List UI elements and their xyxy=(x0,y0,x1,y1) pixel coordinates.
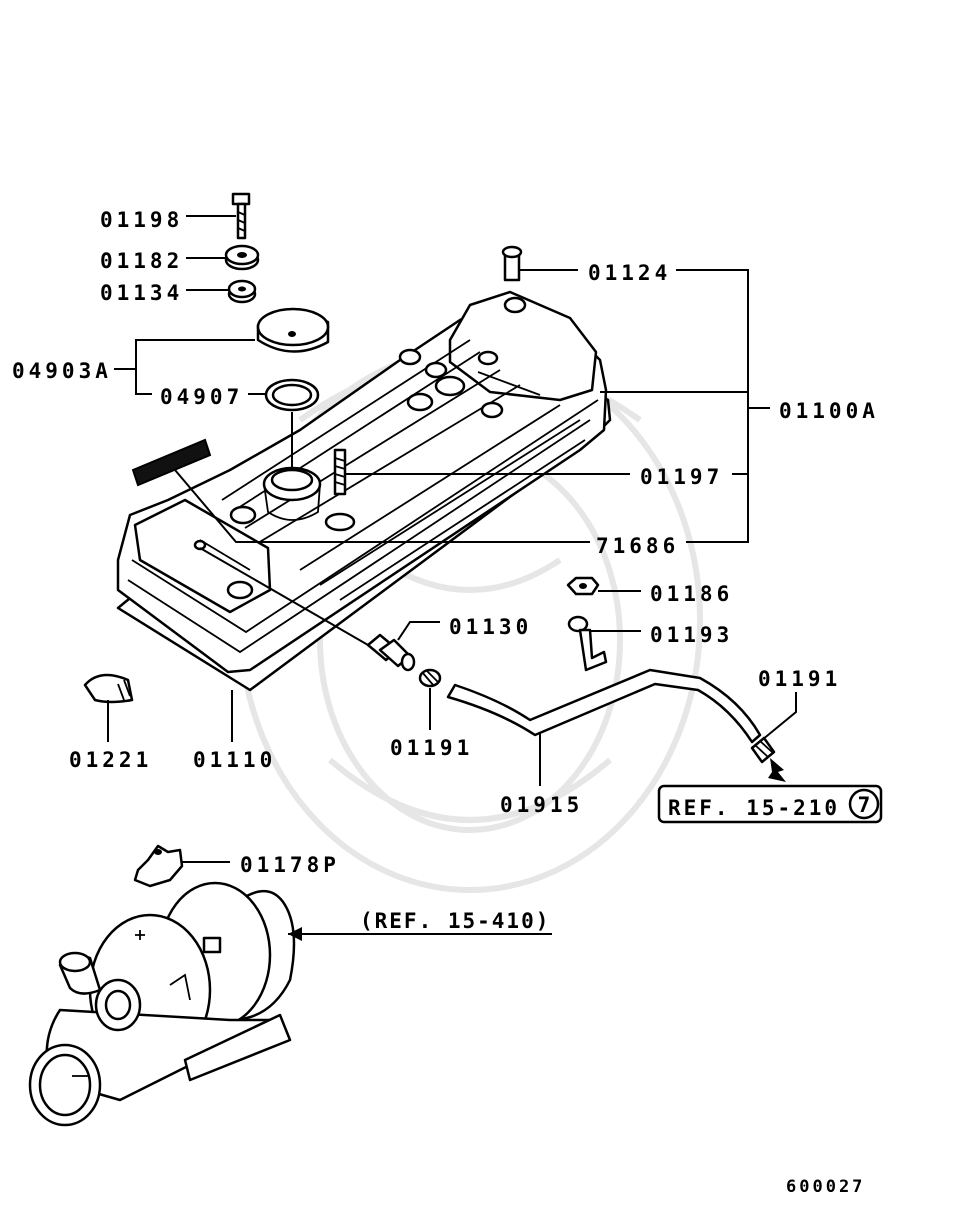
label-01110: 01110 xyxy=(193,748,276,772)
label-ref-15-410: (REF. 15-410) xyxy=(360,909,550,933)
label-ref-15-210: REF. 15-210 xyxy=(668,796,840,820)
clip-01221 xyxy=(83,673,134,704)
stud-01197 xyxy=(333,448,347,496)
label-01130: 01130 xyxy=(449,615,532,639)
washer-01182 xyxy=(224,244,260,271)
nut-01186 xyxy=(566,576,600,596)
label-01221: 01221 xyxy=(69,748,152,772)
label-01186: 01186 xyxy=(650,582,733,606)
valve-cover xyxy=(116,290,612,692)
label-01198: 01198 xyxy=(100,208,183,232)
bracket-01193 xyxy=(567,615,608,672)
figure-number: 600027 xyxy=(786,1177,865,1197)
label-01182: 01182 xyxy=(100,249,183,273)
label-01100A: 01100A xyxy=(779,399,879,423)
label-01178P: 01178P xyxy=(240,853,340,877)
leader-lines xyxy=(107,215,797,941)
nipple-01124 xyxy=(501,245,523,282)
pcv-valve-01130 xyxy=(366,633,416,672)
clamp-01191-right xyxy=(750,736,776,764)
oil-filler-cap-04903A xyxy=(256,307,330,353)
clamp-01178P xyxy=(133,844,184,888)
label-71686: 71686 xyxy=(596,534,679,558)
label-01124: 01124 xyxy=(588,261,671,285)
label-04903A: 04903A xyxy=(12,359,112,383)
label-01191-left: 01191 xyxy=(390,736,473,760)
arrow-ref xyxy=(768,758,786,782)
label-01197: 01197 xyxy=(640,465,723,489)
clamp-01191-left xyxy=(418,668,442,688)
gasket-04907 xyxy=(264,378,320,412)
label-01193: 01193 xyxy=(650,623,733,647)
turbocharger xyxy=(28,881,296,1127)
label-04907: 04907 xyxy=(160,385,243,409)
bolt-01198 xyxy=(231,192,251,240)
hose-01915 xyxy=(446,668,762,744)
label-01915: 01915 xyxy=(500,793,583,817)
label-01191-right: 01191 xyxy=(758,667,841,691)
ref-box xyxy=(657,784,883,824)
label-ref-circle: 7 xyxy=(858,793,871,817)
label-01134: 01134 xyxy=(100,281,183,305)
grommet-01134 xyxy=(227,279,257,304)
